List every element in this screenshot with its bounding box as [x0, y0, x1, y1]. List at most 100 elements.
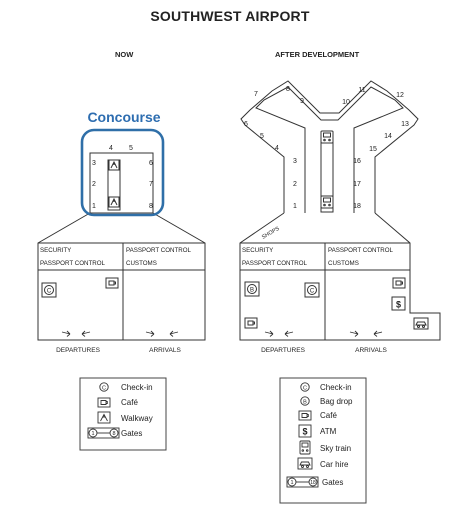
bag-drop-icon — [300, 396, 310, 406]
after-gate-3: 3 — [293, 158, 297, 165]
legend-now-gates-start: 1 — [91, 431, 94, 437]
after-zone-passport-right: PASSPORT CONTROL — [328, 247, 394, 254]
legend-after-atm: $ ATM — [298, 424, 337, 438]
after-gate-2: 2 — [293, 181, 297, 188]
checkin-symbol-after: C — [310, 289, 315, 295]
after-gate-5: 5 — [260, 133, 264, 140]
now-arrivals: ARRIVALS — [149, 347, 181, 354]
checkin-icon — [41, 282, 57, 298]
now-gate-1: 1 — [92, 203, 96, 210]
legend-after-checkin-label: Check-in — [320, 383, 352, 392]
legend-after-checkin: C Check-in — [300, 382, 352, 392]
after-terminal-outline — [239, 212, 441, 341]
walkway-icon — [108, 196, 120, 208]
legend-after-skytrain: Sky train — [299, 440, 351, 455]
now-heading: NOW — [115, 50, 134, 59]
legend-after-atm-label: ATM — [320, 427, 337, 436]
now-map — [37, 152, 206, 341]
now-concourse-label: Concourse — [87, 109, 160, 125]
after-gate-numbers: 7 8 9 6 5 4 11 10 12 13 14 15 3 2 1 16 1… — [244, 86, 409, 210]
legend-after-bagdrop-label: Bag drop — [320, 397, 353, 406]
after-gate-8: 8 — [286, 86, 290, 93]
atm-symbol: $ — [396, 300, 401, 310]
legend-after-skytrain-label: Sky train — [320, 444, 351, 453]
car-hire-icon — [413, 317, 429, 330]
after-concourse-inner — [255, 86, 404, 213]
bag-drop-icon — [244, 281, 260, 297]
legend-after-gates-label: Gates — [322, 478, 343, 487]
after-flow-arrows — [264, 330, 383, 337]
legend-now-gates-end: 8 — [112, 431, 115, 437]
sky-train-icon — [320, 130, 334, 144]
legend-now-checkin-label: Check-in — [121, 383, 153, 392]
now-concourse-highlight — [80, 128, 165, 217]
after-gate-6: 6 — [244, 121, 248, 128]
car-hire-icon — [297, 457, 313, 470]
walkway-icon — [97, 411, 111, 424]
after-shops-label: SHOPS — [261, 226, 281, 241]
checkin-icon — [304, 282, 320, 298]
legend-after — [279, 377, 367, 504]
after-gate-7: 7 — [254, 91, 258, 98]
legend-now-walkway: Walkway — [97, 411, 153, 424]
now-gate-4: 4 — [109, 145, 113, 152]
after-gate-16: 16 — [353, 158, 361, 165]
gates-icon — [87, 427, 120, 439]
cafe-icon — [392, 277, 406, 289]
after-heading: AFTER DEVELOPMENT — [275, 50, 360, 59]
legend-now-cafe: Café — [97, 397, 138, 408]
legend-after-atm-symbol: $ — [302, 427, 307, 437]
now-departures: DEPARTURES — [56, 347, 100, 354]
legend-now-cafe-label: Café — [121, 398, 138, 407]
after-zone-passport: PASSPORT CONTROL — [242, 260, 308, 267]
after-gate-14: 14 — [384, 133, 392, 140]
sky-train-icon — [320, 195, 334, 209]
after-zone-labels: SECURITY PASSPORT CONTROL PASSPORT CONTR… — [242, 247, 394, 267]
now-gate-7: 7 — [149, 181, 153, 188]
bag-drop-symbol: B — [250, 288, 254, 294]
legend-now-gates: 1 8 Gates — [87, 427, 142, 439]
after-departures: DEPARTURES — [261, 347, 305, 354]
legend-after-checkin-symbol: C — [303, 385, 307, 391]
after-gate-1: 1 — [293, 203, 297, 210]
legend-after-bagdrop: B Bag drop — [300, 396, 353, 406]
legend-after-cafe-label: Café — [320, 411, 337, 420]
after-map — [239, 80, 441, 341]
legend-now-checkin: C Check-in — [99, 382, 153, 392]
atm-icon — [391, 296, 406, 311]
legend-now-gates-label: Gates — [121, 429, 142, 438]
checkin-icon — [300, 382, 310, 392]
legend-after-gates-start: 1 — [290, 480, 293, 486]
now-concourse-building — [89, 152, 154, 214]
now-zone-passport-right: PASSPORT CONTROL — [126, 247, 192, 254]
legend-after-gates: 1 18 Gates — [286, 476, 343, 488]
now-gate-2: 2 — [92, 181, 96, 188]
now-gate-6: 6 — [149, 160, 153, 167]
checkin-icon — [99, 382, 109, 392]
walkway-icon — [108, 159, 120, 171]
sky-train-icon — [299, 440, 311, 455]
legend-after-bagdrop-symbol: B — [303, 399, 307, 405]
now-flow-arrows — [61, 330, 179, 337]
after-zone-customs: CUSTOMS — [328, 260, 359, 267]
now-gate-8: 8 — [149, 203, 153, 210]
legend-now-walkway-label: Walkway — [121, 414, 153, 423]
cafe-icon — [105, 277, 119, 289]
atm-icon — [298, 424, 312, 438]
now-gate-numbers: 4 5 3 2 1 6 7 8 — [92, 145, 153, 210]
cafe-icon — [298, 410, 312, 421]
after-gate-17: 17 — [353, 181, 361, 188]
legend-after-carhire: Car hire — [297, 457, 349, 470]
legend-after-carhire-label: Car hire — [320, 460, 349, 469]
after-arrivals: ARRIVALS — [355, 347, 387, 354]
legend-after-cafe: Café — [298, 410, 337, 421]
cafe-icon — [244, 317, 258, 329]
now-zone-customs: CUSTOMS — [126, 260, 157, 267]
now-zone-labels: SECURITY PASSPORT CONTROL PASSPORT CONTR… — [40, 247, 192, 267]
after-zone-security: SECURITY — [242, 247, 273, 254]
gates-icon — [286, 476, 319, 488]
after-gate-4: 4 — [275, 145, 279, 152]
now-zone-passport: PASSPORT CONTROL — [40, 260, 106, 267]
